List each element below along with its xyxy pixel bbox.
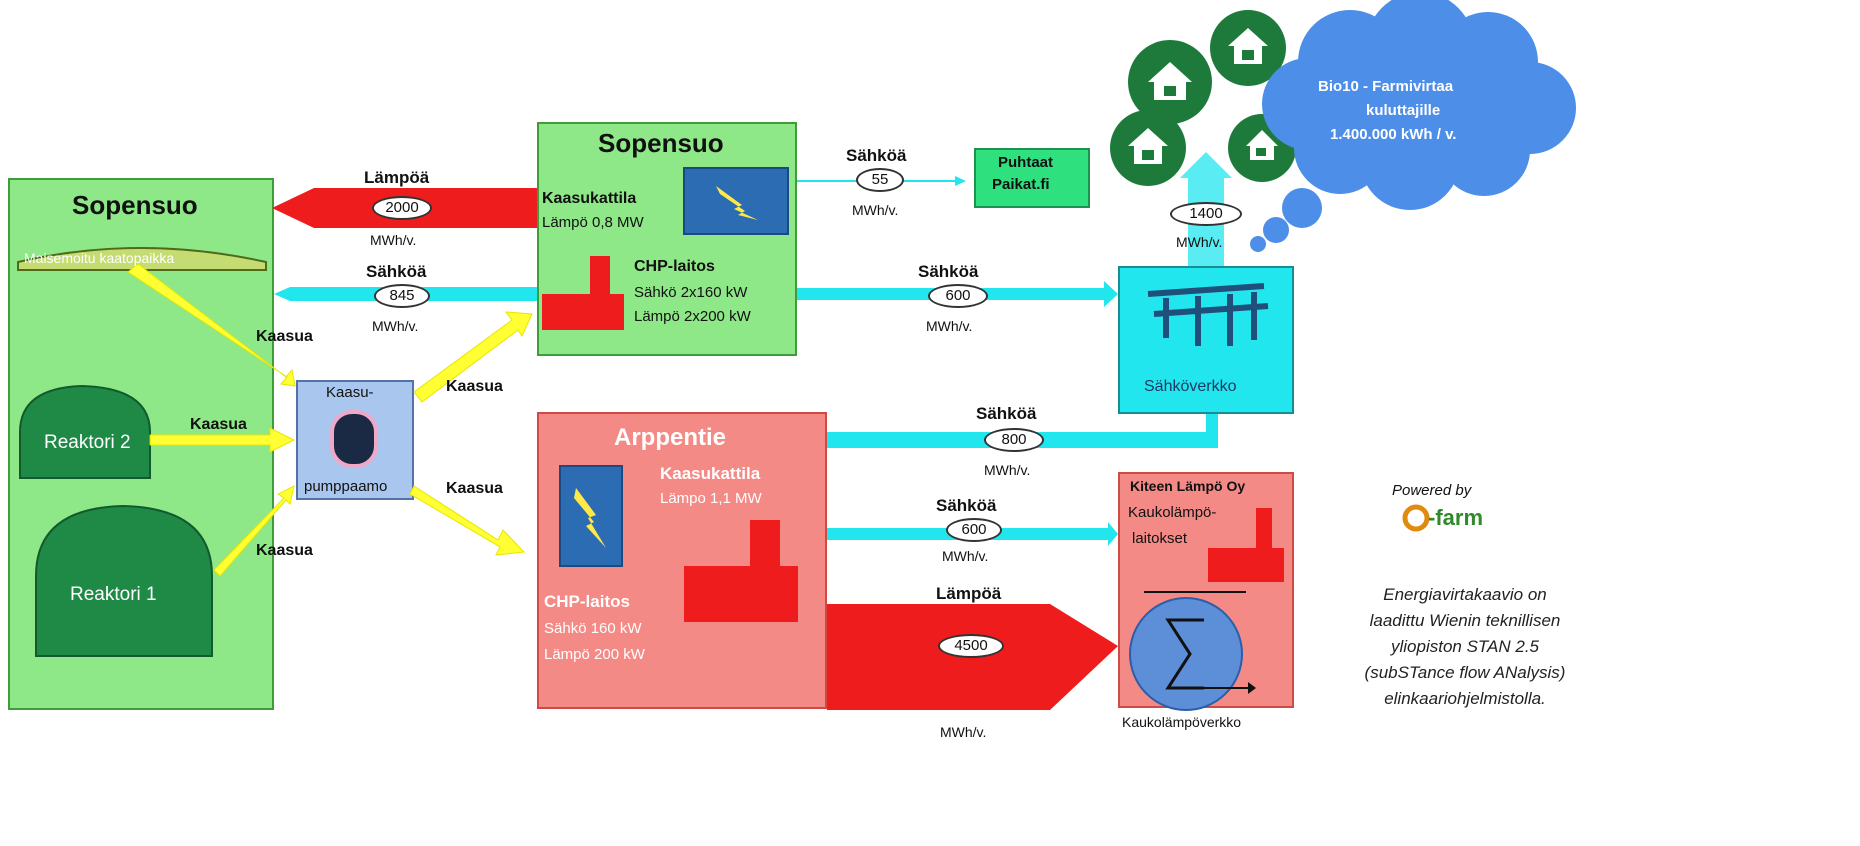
footnote-line3: yliopiston STAN 2.5 (1390, 637, 1540, 656)
cloud-line3: 1.400.000 kWh / v. (1330, 126, 1457, 143)
kiteen-plants2: laitokset (1132, 530, 1188, 547)
sopensuo-chp: CHP-laitos (634, 258, 715, 275)
arppentie-box-title: Arppentie (614, 424, 727, 451)
grid-box (1118, 266, 1294, 414)
el-800-unit: MWh/v. (984, 462, 1031, 478)
plant-symbol-kiteen (1208, 508, 1284, 582)
grid-label: Sähköverkko (1144, 378, 1237, 395)
kiteen-network: Kaukolämpöverkko (1122, 714, 1242, 730)
gas-arrow-sopensuo (413, 311, 533, 403)
el-55-value: 55 (856, 168, 904, 192)
heat-2000-unit: MWh/v. (370, 232, 417, 248)
el-800-value: 800 (984, 428, 1044, 452)
landfill-label: Maisemoitu kaatopaikka (24, 250, 175, 266)
puhtaat-line1: Puhtaat (998, 154, 1054, 171)
pump-icon (330, 410, 378, 468)
arppentie-chp-heat: Lämpö 200 kW (544, 646, 645, 663)
left-box-title: Sopensuo (72, 190, 198, 220)
puhtaat-box (974, 148, 1090, 208)
el-600-bottom-label: Sähköä (936, 496, 997, 515)
efarm-logo-text: -farm (1428, 505, 1484, 530)
sopensuo-chp-el: Sähkö 2x160 kW (634, 284, 748, 301)
footnote-line2: laadittu Wienin teknillisen (1369, 611, 1561, 630)
sopensuo-boiler: Kaasukattila (542, 190, 637, 207)
footnote-line1: Energiavirtakaavio on (1383, 585, 1547, 604)
pump-label-bottom: pumppaamo (304, 478, 388, 495)
sigma-circle (1129, 597, 1243, 711)
reactor-1 (35, 504, 213, 657)
heat-4500-unit: MWh/v. (940, 724, 987, 740)
arppentie-chp-el: Sähkö 160 kW (544, 620, 642, 637)
el-845-value: 845 (374, 284, 430, 308)
footnote-line4: (subSTance flow ANalysis) (1364, 663, 1566, 682)
efarm-logo-icon (1402, 504, 1430, 532)
gas-label-to-sopensuo: Kaasua (446, 378, 503, 395)
gas-label-reactor2: Kaasua (190, 416, 247, 433)
gas-arrow-arppentie (409, 485, 526, 556)
puhtaat-line2: Paikat.fi (992, 176, 1050, 193)
boiler-symbol-arppentie (684, 520, 798, 622)
chp-symbol-sopensuo (542, 256, 624, 330)
sopensuo-boiler-power: Lämpö 0,8 MW (542, 214, 644, 231)
landfill-mound (17, 247, 267, 271)
arppentie-boiler-power: Lämpo 1,1 MW (660, 490, 762, 507)
cloud-line2: kuluttajille (1366, 102, 1441, 119)
reactor-2 (19, 384, 151, 479)
el-800-label: Sähköä (976, 404, 1037, 423)
reactor1-label: Reaktori 1 (70, 584, 157, 605)
arppentie-chp: CHP-laitos (544, 592, 630, 611)
el-600-top-unit: MWh/v. (926, 318, 973, 334)
kiteen-plants1: Kaukolämpö- (1128, 504, 1217, 521)
heat-2000-value: 2000 (372, 196, 432, 220)
el-1400-value: 1400 (1170, 202, 1242, 226)
cloud-line1: Bio10 - Farmivirtaa (1318, 78, 1454, 95)
kiteen-title: Kiteen Lämpö Oy (1130, 478, 1246, 494)
gas-arrow-reactor2 (149, 427, 296, 453)
el-600-bottom-value: 600 (946, 518, 1002, 542)
el-600-top-label: Sähköä (918, 262, 979, 281)
pump-label-top: Kaasu- (326, 384, 374, 401)
arppentie-boiler: Kaasukattila (660, 464, 761, 483)
gas-label-to-arppentie: Kaasua (446, 480, 503, 497)
el-845-unit: MWh/v. (372, 318, 419, 334)
heat-2000-label: Lämpöä (364, 168, 430, 187)
gas-arrow-reactor1 (213, 485, 295, 577)
footnote: Energiavirtakaavio on laadittu Wienin te… (1330, 582, 1600, 712)
el-600-top-value: 600 (928, 284, 988, 308)
heat-4500-value: 4500 (938, 634, 1004, 658)
reactor2-label: Reaktori 2 (44, 432, 131, 453)
el-55-label: Sähköä (846, 146, 907, 165)
heat-4500-label: Lämpöä (936, 584, 1002, 603)
gas-label-landfill: Kaasua (256, 328, 313, 345)
sopensuo-box-title: Sopensuo (598, 128, 724, 158)
gas-label-reactor1: Kaasua (256, 542, 313, 559)
powered-by: Powered by (1392, 482, 1472, 499)
cloud (1250, 0, 1576, 252)
el-1400-unit: MWh/v. (1176, 234, 1223, 250)
el-55-unit: MWh/v. (852, 202, 899, 218)
grid-pylons (1147, 283, 1269, 346)
sopensuo-chp-heat: Lämpö 2x200 kW (634, 308, 751, 325)
el-845-label: Sähköä (366, 262, 427, 281)
el-arrow-800 (827, 414, 1218, 448)
footnote-line5: elinkaariohjelmistolla. (1384, 689, 1546, 708)
el-600-bottom-unit: MWh/v. (942, 548, 989, 564)
gas-arrow-landfill (127, 263, 296, 387)
